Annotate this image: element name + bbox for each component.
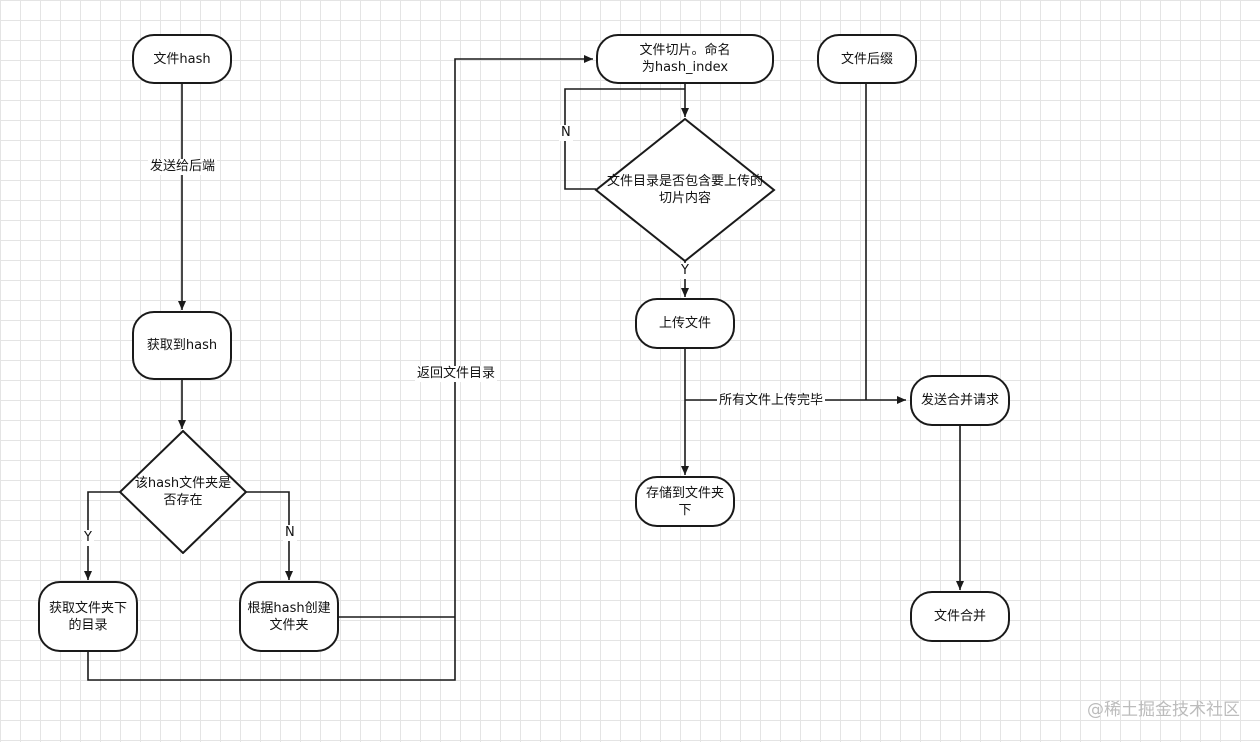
node-get-folder-dir: 获取文件夹下的目录 [38, 581, 138, 652]
edge-label-no-right: N [283, 525, 297, 541]
edge-label-return-dir: 返回文件目录 [415, 366, 498, 382]
node-send-merge-request-label: 发送合并请求 [920, 393, 999, 408]
node-slice-file: 文件切片。命名为hash_index [596, 34, 774, 84]
node-file-hash-label: 文件hash [153, 51, 211, 67]
node-merge-file: 文件合并 [910, 591, 1010, 642]
node-send-merge-request: 发送合并请求 [910, 375, 1010, 426]
node-store-to-folder: 存储到文件夹下 [635, 476, 735, 527]
decision-dir-contains-slice-label: 文件目录是否包含要上传的切片内容 [606, 174, 763, 206]
node-get-folder-dir-label: 获取文件夹下的目录 [48, 600, 127, 633]
decision-folder-exists: 该hash文件夹是否存在 [118, 430, 248, 554]
edge-exists-yes [84, 491, 120, 580]
edge-label-all-uploaded: 所有文件上传完毕 [717, 393, 826, 409]
node-file-hash: 文件hash [132, 34, 232, 84]
node-file-suffix-label: 文件后缀 [840, 51, 893, 67]
node-upload-file-label: 上传文件 [658, 316, 711, 331]
edge-label-send-to-backend: 发送给后端 [148, 159, 218, 175]
decision-folder-exists-label: 该hash文件夹是否存在 [134, 476, 232, 508]
node-create-folder: 根据hash创建文件夹 [239, 581, 339, 652]
node-file-suffix: 文件后缀 [817, 34, 917, 84]
node-slice-file-label: 文件切片。命名为hash_index [639, 43, 731, 75]
edge-label-yes-down: Y [679, 263, 691, 279]
node-got-hash: 获取到hash [132, 311, 232, 380]
watermark: @稀土掘金技术社区 [1087, 700, 1240, 720]
node-got-hash-label: 获取到hash [146, 338, 218, 353]
decision-dir-contains-slice: 文件目录是否包含要上传的切片内容 [594, 118, 776, 262]
edge-label-yes-left: Y [82, 530, 94, 546]
node-store-to-folder-label: 存储到文件夹下 [645, 485, 724, 518]
edge-label-no-loop: N [559, 125, 573, 141]
node-merge-file-label: 文件合并 [933, 609, 986, 624]
edge-exists-no [245, 491, 293, 580]
node-create-folder-label: 根据hash创建文件夹 [247, 600, 331, 633]
node-upload-file: 上传文件 [635, 298, 735, 349]
edge-dir-return [87, 55, 593, 681]
